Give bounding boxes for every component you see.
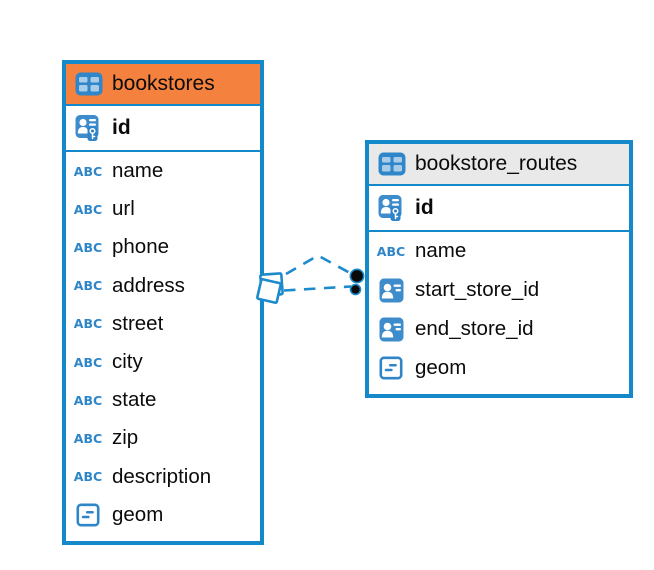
column-row-geom[interactable]: geom (66, 496, 260, 534)
text-type-icon: ABC (73, 469, 103, 485)
column-name: zip (112, 426, 139, 450)
primary-key-icon (73, 114, 103, 142)
column-name: end_store_id (415, 317, 534, 341)
text-type-icon: ABC (73, 392, 103, 408)
column-name: geom (112, 502, 164, 526)
column-name: name (112, 159, 164, 183)
column-name: state (112, 388, 157, 412)
column-name: phone (112, 235, 170, 259)
relationship-line-lower[interactable] (283, 285, 352, 292)
column-name: geom (415, 356, 467, 380)
column-name: address (112, 273, 185, 297)
text-type-icon: ABC (73, 239, 103, 255)
column-row-city[interactable]: ABC city (66, 343, 260, 381)
text-type-icon: ABC (73, 354, 103, 370)
table-icon (74, 72, 104, 96)
relationship-target-marker[interactable] (349, 268, 365, 296)
table-header[interactable]: bookstore_routes (369, 144, 629, 186)
primary-key-icon (376, 194, 406, 222)
text-type-icon: ABC (73, 201, 103, 217)
text-type-icon: ABC (73, 430, 103, 446)
geometry-type-icon (73, 503, 103, 527)
geometry-type-icon (376, 356, 406, 380)
column-name: name (415, 239, 467, 263)
table-name: bookstore_routes (415, 152, 578, 175)
column-row-url[interactable]: ABC url (66, 190, 260, 228)
column-name: street (112, 311, 164, 335)
reference-type-icon (376, 317, 406, 342)
column-name: description (112, 464, 212, 488)
primary-key-row[interactable]: id (369, 186, 629, 232)
column-name: url (112, 197, 135, 221)
column-name: city (112, 350, 143, 374)
reference-type-icon (376, 278, 406, 303)
text-type-icon: ABC (73, 316, 103, 332)
text-type-icon: ABC (376, 243, 406, 259)
table-icon (377, 152, 407, 176)
column-name: start_store_id (415, 278, 540, 302)
column-row-phone[interactable]: ABC phone (66, 228, 260, 266)
relationship-line-upper[interactable] (285, 254, 351, 276)
column-name: id (415, 196, 434, 219)
column-row-address[interactable]: ABC address (66, 267, 260, 305)
column-row-end_store_id[interactable]: end_store_id (369, 310, 629, 349)
table-header[interactable]: bookstores (66, 64, 260, 106)
text-type-icon: ABC (73, 278, 103, 294)
column-row-zip[interactable]: ABC zip (66, 419, 260, 457)
column-row-state[interactable]: ABC state (66, 381, 260, 419)
column-row-street[interactable]: ABC street (66, 305, 260, 343)
column-row-start_store_id[interactable]: start_store_id (369, 271, 629, 310)
table-name: bookstores (112, 72, 215, 95)
table-bookstore-routes[interactable]: bookstore_routes id ABC name start_store_i… (365, 140, 633, 398)
column-name: id (112, 116, 131, 139)
column-row-description[interactable]: ABC description (66, 458, 260, 496)
column-row-name[interactable]: ABC name (66, 152, 260, 190)
column-row-name[interactable]: ABC name (369, 232, 629, 271)
primary-key-row[interactable]: id (66, 106, 260, 152)
text-type-icon: ABC (73, 163, 103, 179)
column-row-geom[interactable]: geom (369, 349, 629, 388)
